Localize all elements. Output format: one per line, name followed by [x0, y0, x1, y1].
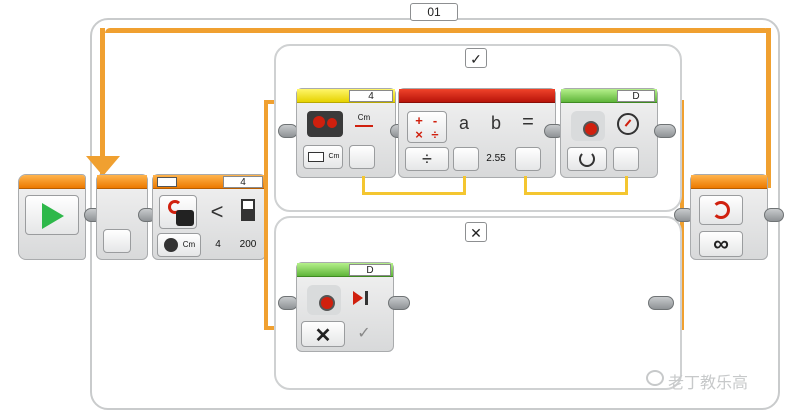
switch-port-label[interactable]: 4 [223, 176, 263, 188]
math-input-b[interactable]: 2.55 [486, 153, 506, 164]
op-divide: ÷ [431, 127, 439, 142]
op-times: × [415, 127, 423, 142]
math-block[interactable]: + - × ÷ a b = ÷ 2.55 [398, 88, 556, 178]
math-op-grid-icon[interactable]: + - × ÷ [407, 111, 447, 143]
data-wire-ultrasonic-h [362, 192, 466, 195]
motor-block-top[interactable]: D [560, 88, 658, 178]
ultrasonic-icon [307, 111, 343, 137]
speedometer-icon [617, 113, 639, 135]
mode-select[interactable]: Cm [157, 233, 201, 257]
math-input-a-label: a [458, 113, 469, 133]
divide-icon: ÷ [422, 149, 432, 169]
math-equals: = [522, 111, 534, 133]
loop-arrow-icon [86, 156, 120, 176]
switch-block[interactable]: 4 < Cm 4 200 [152, 174, 266, 260]
math-header [399, 89, 555, 103]
case-true-tab[interactable]: ✓ [465, 48, 487, 68]
motor-bottom-port-label[interactable]: D [349, 264, 391, 276]
math-op-select[interactable]: ÷ [405, 147, 449, 171]
ultrasonic-sensor-icon[interactable] [159, 195, 197, 229]
math-input-b-label: b [490, 113, 501, 133]
switch-unit-label: Cm [182, 240, 196, 249]
ultrasonic-output-slot[interactable] [349, 145, 375, 169]
loop-entry-block[interactable] [96, 174, 148, 260]
start-block[interactable] [18, 174, 86, 260]
gauge-icon [164, 238, 178, 252]
rotate-icon [579, 151, 595, 167]
ultrasonic-port-label[interactable]: 4 [349, 90, 393, 102]
motor-top-port-label[interactable]: D [617, 90, 655, 102]
loop-exit-block[interactable]: ∞ [690, 174, 768, 260]
loop-back-icon [712, 201, 730, 219]
play-icon [42, 203, 64, 229]
compare-value[interactable]: 200 [239, 239, 257, 250]
loop-exit-icon-slot[interactable] [699, 195, 743, 225]
brake-check-icon[interactable]: ✓ [357, 325, 371, 342]
infinity-icon: ∞ [713, 231, 729, 256]
data-wire-math-out-down [524, 176, 527, 194]
op-plus: + [415, 113, 423, 128]
ultrasonic-mode-select[interactable]: Cm [303, 145, 343, 169]
data-wire-ultrasonic-down [362, 176, 365, 194]
switch-branch-bottom [264, 326, 280, 330]
data-wire-math-a-up [463, 176, 466, 194]
switch-branch-top [264, 100, 280, 104]
loop-exit-output-port[interactable] [764, 208, 784, 222]
motor-bottom-output-port[interactable] [388, 296, 410, 310]
ruler-icon [308, 152, 324, 162]
threshold-icon [241, 199, 255, 221]
math-input-a[interactable] [453, 147, 479, 171]
ultrasonic-mode-label: Cm [328, 153, 340, 160]
motor-top-mode-select[interactable] [567, 147, 607, 171]
start-block-header [19, 175, 85, 189]
stop-icon [353, 291, 363, 305]
view-toggle-icon[interactable] [157, 177, 177, 187]
switch-branch-vertical [264, 100, 268, 330]
case-false-tab[interactable]: ✕ [465, 222, 487, 242]
start-button[interactable] [25, 195, 79, 235]
stop-bar-icon [365, 291, 368, 305]
op-minus: - [432, 113, 438, 128]
motor-block-bottom[interactable]: D ✕ ✓ [296, 262, 394, 352]
ultrasonic-input-port[interactable] [278, 124, 298, 138]
loop-wire-right [766, 28, 771, 188]
motor-top-power-slot[interactable] [613, 147, 639, 171]
loop-exit-header [691, 175, 767, 189]
data-wire-motor-up [625, 176, 628, 194]
loop-wire-left [100, 28, 105, 178]
loop-entry-header [97, 175, 147, 189]
data-wire-math-motor-h [524, 192, 628, 195]
compare-symbol: < [210, 199, 224, 224]
loop-mode-select[interactable]: ∞ [699, 231, 743, 257]
threshold-value[interactable]: 4 [215, 239, 221, 250]
motor-bottom-mode-select[interactable]: ✕ [301, 321, 345, 347]
loop-label[interactable]: 01 [410, 3, 458, 21]
motor-icon [571, 111, 605, 141]
loop-wire-top [105, 28, 770, 33]
motor-bottom-icon [307, 285, 341, 315]
loop-entry-slot[interactable] [103, 229, 131, 253]
math-output-slot[interactable] [515, 147, 541, 171]
motor-bottom-input-port[interactable] [278, 296, 298, 310]
ultrasonic-unit-label: Cm [357, 113, 371, 122]
off-icon: ✕ [314, 325, 332, 347]
ultrasonic-sensor-block[interactable]: 4 Cm Cm [296, 88, 396, 178]
watermark-icon [646, 370, 664, 386]
watermark-text: 老丁教乐高 [668, 375, 749, 392]
motor-top-output-port[interactable] [654, 124, 676, 138]
distance-icon [355, 125, 373, 127]
case-false-exit-port[interactable] [648, 296, 674, 310]
